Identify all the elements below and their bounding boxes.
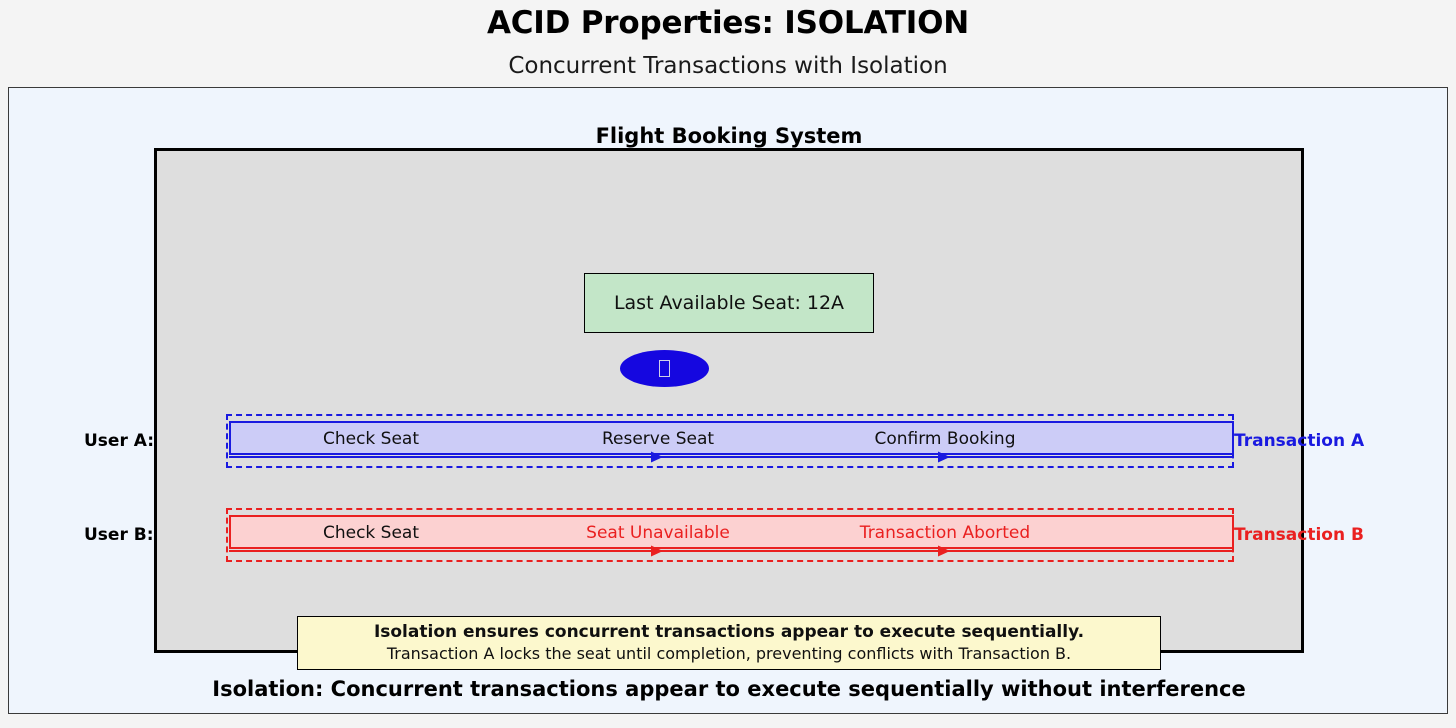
header-bar: ACID Properties: ISOLATION Concurrent Tr… [0,0,1456,87]
lock-icon [620,350,709,387]
lock-glyph-tofu [659,360,670,377]
transaction-a-step-3: Confirm Booking [874,429,1016,449]
seat-box-label: Last Available Seat: 12A [613,292,845,314]
user-b-label: User B: [84,525,154,545]
last-available-seat-box: Last Available Seat: 12A [584,273,874,333]
transaction-b-bar[interactable] [229,515,1234,549]
transaction-a-arrows [229,451,1234,463]
system-box-title: Flight Booking System [595,124,863,148]
transaction-a-side-label: Transaction A [1234,431,1365,451]
flight-booking-system-box [154,148,1304,653]
transaction-b-step-2: Seat Unavailable [586,523,730,543]
page-subtitle: Concurrent Transactions with Isolation [508,53,948,79]
transaction-b-arrows [229,545,1234,557]
transaction-b-step-3: Transaction Aborted [859,523,1031,543]
page-title: ACID Properties: ISOLATION [486,5,970,41]
transaction-b-side-label: Transaction B [1234,525,1364,545]
transaction-b-step-1: Check Seat [322,523,420,543]
diagram-caption: Isolation: Concurrent transactions appea… [212,677,1246,701]
user-a-label: User A: [84,431,155,451]
note-line-1: Isolation ensures concurrent transaction… [373,622,1085,643]
transaction-a-step-1: Check Seat [322,429,420,449]
isolation-note-box: Isolation ensures concurrent transaction… [297,616,1161,670]
transaction-a-bar[interactable] [229,421,1234,455]
diagram-canvas: Flight Booking System Last Available Sea… [8,87,1448,714]
transaction-a-step-2: Reserve Seat [601,429,715,449]
note-line-2: Transaction A locks the seat until compl… [386,643,1072,663]
